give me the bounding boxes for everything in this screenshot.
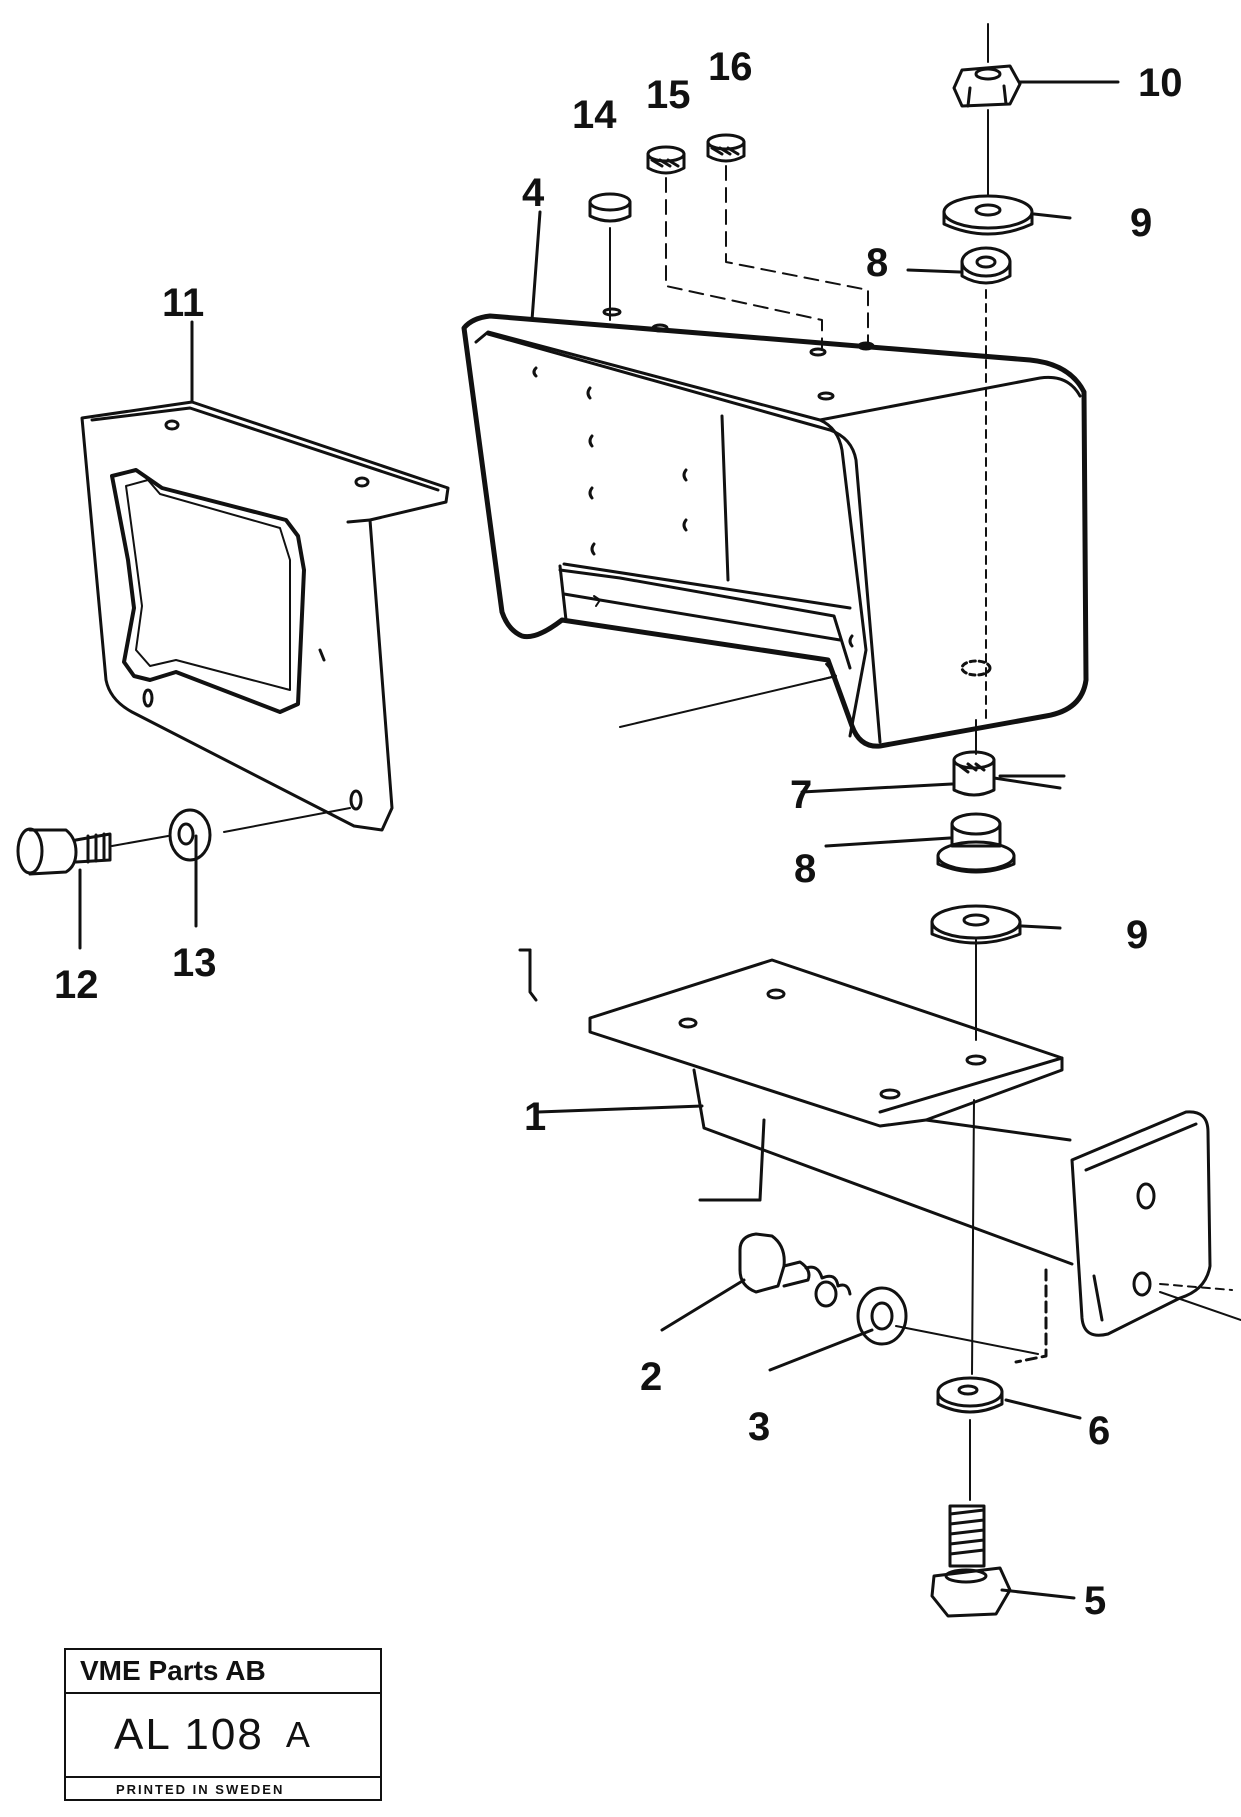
threaded-insert-part-15 xyxy=(646,145,686,175)
washer-part-9-upper xyxy=(942,194,1034,236)
drawing-revision: A xyxy=(285,1714,310,1755)
washer-part-13 xyxy=(168,808,212,862)
callout-15: 15 xyxy=(646,73,691,117)
callout-8-upper: 8 xyxy=(866,241,888,285)
title-block: VME Parts AB AL 108 A PRINTED IN SWEDEN xyxy=(64,1648,382,1801)
callout-6: 6 xyxy=(1088,1409,1110,1453)
sleeve-part-7 xyxy=(952,750,996,797)
drawing-code: AL 108 xyxy=(114,1710,264,1759)
callout-labels: 1 2 3 4 5 6 7 8 8 9 9 10 11 12 13 14 15 … xyxy=(54,45,1183,1623)
leader-lines xyxy=(78,80,1120,1600)
grommet-part-8-lower xyxy=(936,812,1016,874)
callout-1: 1 xyxy=(524,1095,546,1139)
nut-part-10 xyxy=(952,64,1022,108)
callout-9-upper: 9 xyxy=(1130,201,1152,245)
washer-part-6 xyxy=(936,1376,1004,1414)
callout-11: 11 xyxy=(162,281,204,325)
callout-9-lower: 9 xyxy=(1126,913,1148,957)
bolt-part-12 xyxy=(16,827,112,876)
bracket-part-1 xyxy=(588,958,1212,1364)
callout-8-lower: 8 xyxy=(794,847,816,891)
callout-10: 10 xyxy=(1138,61,1183,105)
callout-5: 5 xyxy=(1084,1579,1106,1623)
callout-14: 14 xyxy=(572,93,617,137)
washer-part-3 xyxy=(856,1286,908,1346)
drawing-code-row: AL 108 A xyxy=(66,1694,380,1778)
callout-7: 7 xyxy=(790,773,812,817)
grommet-part-8-upper xyxy=(960,246,1012,285)
printed-note: PRINTED IN SWEDEN xyxy=(116,1782,285,1797)
bolt-part-5 xyxy=(930,1504,1012,1618)
washer-part-9-lower xyxy=(930,904,1022,945)
callout-4: 4 xyxy=(522,171,545,215)
mounting-plate-part-11 xyxy=(80,400,450,832)
callout-3: 3 xyxy=(748,1405,770,1449)
assembly-axis-lines xyxy=(111,23,1241,1501)
callout-12: 12 xyxy=(54,963,99,1007)
box-cover-part-4 xyxy=(461,307,1089,749)
callout-16: 16 xyxy=(708,45,753,89)
callout-2: 2 xyxy=(640,1355,662,1399)
lock-nut-part-2 xyxy=(738,1232,852,1308)
threaded-insert-part-16 xyxy=(706,133,746,163)
spacer-part-14 xyxy=(588,192,632,223)
callout-13: 13 xyxy=(172,941,217,985)
company-name: VME Parts AB xyxy=(66,1650,380,1694)
